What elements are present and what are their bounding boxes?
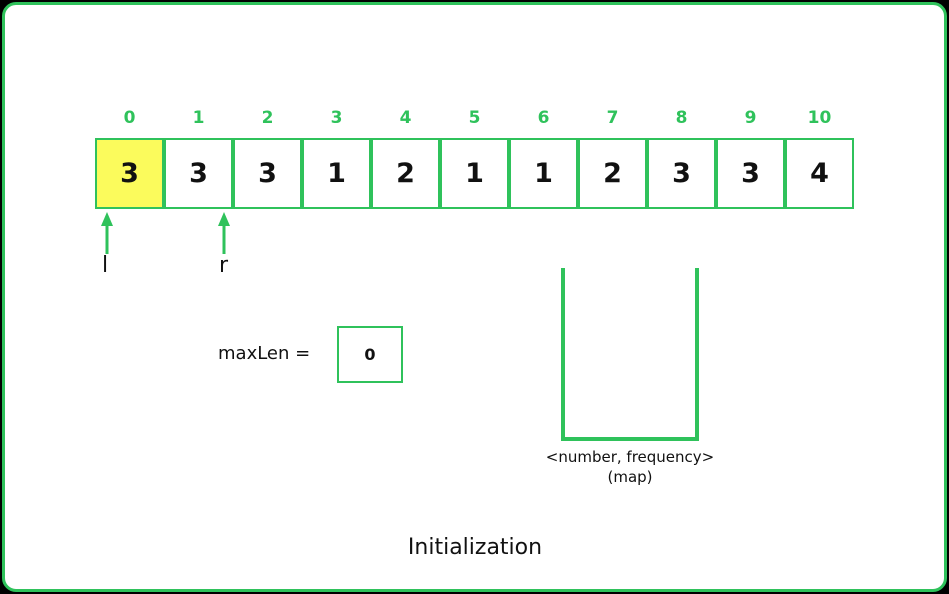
index-label: 7 xyxy=(606,108,619,128)
max-len-label: maxLen = xyxy=(218,343,311,364)
diagram-caption: Initialization xyxy=(407,535,543,560)
index-label: 9 xyxy=(744,108,757,128)
index-label: 0 xyxy=(123,108,136,128)
max-len-value: 0 xyxy=(364,345,376,364)
map-caption-name: (map) xyxy=(607,468,653,486)
map-caption: <number, frequency> (map) xyxy=(520,447,740,487)
right-pointer-label: r xyxy=(219,253,229,278)
index-label: 10 xyxy=(807,108,832,128)
array-cell: 1 xyxy=(440,138,509,209)
array-cell: 1 xyxy=(302,138,371,209)
array-cell: 2 xyxy=(578,138,647,209)
index-label: 5 xyxy=(468,108,481,128)
array-cell: 2 xyxy=(371,138,440,209)
array-cell: 3 xyxy=(716,138,785,209)
index-label: 4 xyxy=(399,108,412,128)
right-pointer-arrow xyxy=(218,212,230,254)
index-label: 3 xyxy=(330,108,343,128)
max-len-box: 0 xyxy=(337,326,403,383)
index-label: 1 xyxy=(192,108,205,128)
index-label: 6 xyxy=(537,108,550,128)
array-cell: 3 xyxy=(233,138,302,209)
array-cell: 3 xyxy=(164,138,233,209)
index-label: 8 xyxy=(675,108,688,128)
array-cell: 3 xyxy=(647,138,716,209)
index-label: 2 xyxy=(261,108,274,128)
array-cell: 1 xyxy=(509,138,578,209)
array-cell: 3 xyxy=(95,138,164,209)
map-caption-type: <number, frequency> xyxy=(545,448,715,466)
left-pointer-label: l xyxy=(102,253,109,278)
array-cell: 4 xyxy=(785,138,854,209)
left-pointer-arrow xyxy=(101,212,113,254)
map-container xyxy=(561,268,699,441)
